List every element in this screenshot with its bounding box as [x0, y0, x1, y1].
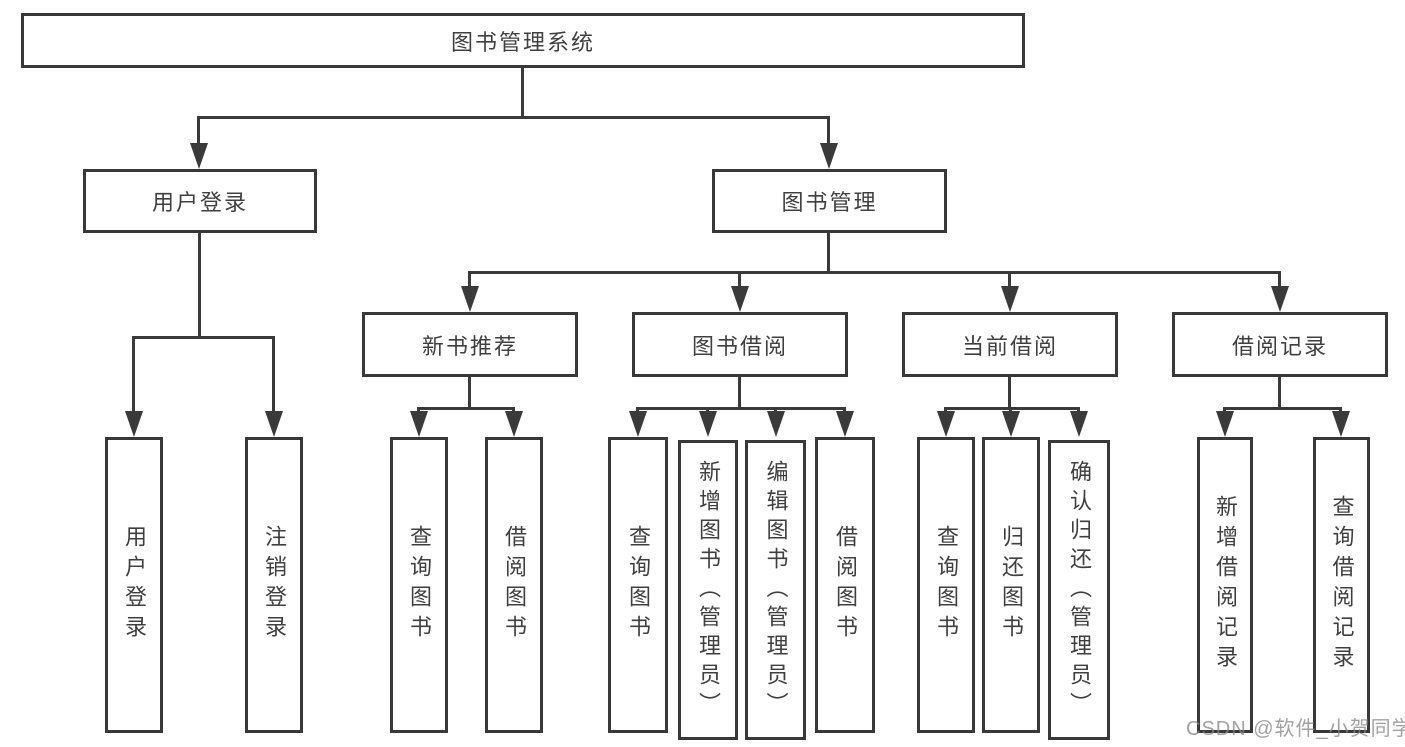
arrowhead-icon: [820, 143, 838, 169]
arrowhead-icon: [461, 286, 479, 312]
connector-line: [1223, 408, 1226, 413]
node-leaf-return-books: 归还图书: [982, 437, 1040, 733]
connector-line: [417, 408, 420, 413]
node-book-management: 图书管理: [712, 169, 947, 233]
node-leaf-borrow-books: 借阅图书: [815, 437, 875, 733]
arrowhead-icon: [1271, 286, 1289, 312]
leaf-label: 归还图书: [999, 525, 1024, 645]
arrowhead-icon: [699, 411, 717, 437]
arrowhead-icon: [731, 286, 749, 312]
leaf-label: 编辑图书（管理员）: [763, 459, 789, 721]
arrowhead-icon: [1216, 411, 1234, 437]
connector-line: [827, 233, 830, 274]
node-leaf-add-books-admin: 新增图书（管理员）: [678, 440, 738, 740]
watermark: CSDN @软件_小贺同学: [1186, 718, 1405, 740]
connector-line: [1278, 377, 1281, 410]
connector-line: [1278, 272, 1281, 288]
connector-line: [468, 377, 471, 410]
arrowhead-icon: [836, 411, 854, 437]
connector-line: [706, 408, 709, 413]
connector-line: [738, 272, 741, 288]
node-leaf-query-books: 查询图书: [608, 437, 668, 733]
leaf-label: 用户登录: [122, 525, 147, 645]
connector-line: [774, 408, 777, 413]
leaf-label: 查询图书: [407, 525, 432, 645]
arrowhead-icon: [190, 143, 208, 169]
connector-line: [1008, 377, 1011, 410]
connector-line: [521, 68, 524, 118]
connector-line: [132, 337, 135, 413]
arrowhead-icon: [125, 411, 143, 437]
connector-line: [636, 407, 846, 410]
node-root-library-system: 图书管理系统: [21, 13, 1025, 68]
connector-line: [843, 408, 846, 413]
arrowhead-icon: [1002, 411, 1020, 437]
arrowhead-icon: [629, 411, 647, 437]
arrowhead-icon: [1332, 411, 1350, 437]
connector-line: [272, 337, 275, 413]
node-leaf-edit-books-admin: 编辑图书（管理员）: [745, 440, 806, 740]
arrowhead-icon: [1070, 411, 1088, 437]
arrowhead-icon: [937, 411, 955, 437]
node-leaf-query-borrow-record: 查询借阅记录: [1313, 437, 1370, 733]
node-leaf-confirm-return-admin: 确认归还（管理员）: [1048, 440, 1110, 740]
connector-line: [1339, 408, 1342, 413]
node-user-login: 用户登录: [83, 169, 317, 233]
node-leaf-borrow-books: 借阅图书: [485, 437, 543, 733]
connector-line: [944, 407, 1080, 410]
arrowhead-icon: [767, 411, 785, 437]
node-new-book-recommend: 新书推荐: [362, 312, 578, 377]
connector-line: [468, 272, 471, 288]
arrowhead-icon: [505, 411, 523, 437]
connector-line: [1223, 407, 1342, 410]
connector-line: [1008, 272, 1011, 288]
leaf-label: 查询图书: [934, 525, 959, 645]
node-leaf-add-borrow-record: 新增借阅记录: [1197, 437, 1253, 733]
node-borrowing-records: 借阅记录: [1172, 312, 1388, 377]
connector-line: [636, 408, 639, 413]
leaf-label: 注销登录: [262, 525, 287, 645]
leaf-label: 查询借阅记录: [1329, 495, 1355, 675]
connector-line: [1077, 408, 1080, 413]
leaf-label: 新增借阅记录: [1213, 495, 1238, 675]
connector-line: [738, 377, 741, 410]
connector-line: [197, 116, 830, 119]
connector-line: [944, 408, 947, 413]
node-leaf-logout: 注销登录: [245, 437, 303, 733]
node-book-borrowing: 图书借阅: [632, 312, 848, 377]
leaf-label: 新增图书（管理员）: [696, 459, 721, 721]
arrowhead-icon: [410, 411, 428, 437]
connector-line: [417, 407, 515, 410]
node-leaf-query-books: 查询图书: [390, 437, 448, 733]
connector-line: [197, 117, 200, 145]
leaf-label: 查询图书: [626, 525, 651, 645]
connector-line: [132, 336, 275, 339]
leaf-label: 确认归还（管理员）: [1067, 459, 1092, 721]
connector-line: [512, 408, 515, 413]
arrowhead-icon: [265, 411, 283, 437]
node-leaf-query-books: 查询图书: [917, 437, 975, 733]
leaf-label: 借阅图书: [502, 525, 527, 645]
node-current-borrowing: 当前借阅: [902, 312, 1118, 377]
arrowhead-icon: [1001, 286, 1019, 312]
connector-line: [1009, 408, 1012, 413]
node-leaf-user-login: 用户登录: [105, 437, 163, 733]
connector-line: [468, 271, 1281, 274]
connector-line: [198, 233, 201, 339]
leaf-label: 借阅图书: [833, 525, 858, 645]
connector-line: [827, 117, 830, 145]
